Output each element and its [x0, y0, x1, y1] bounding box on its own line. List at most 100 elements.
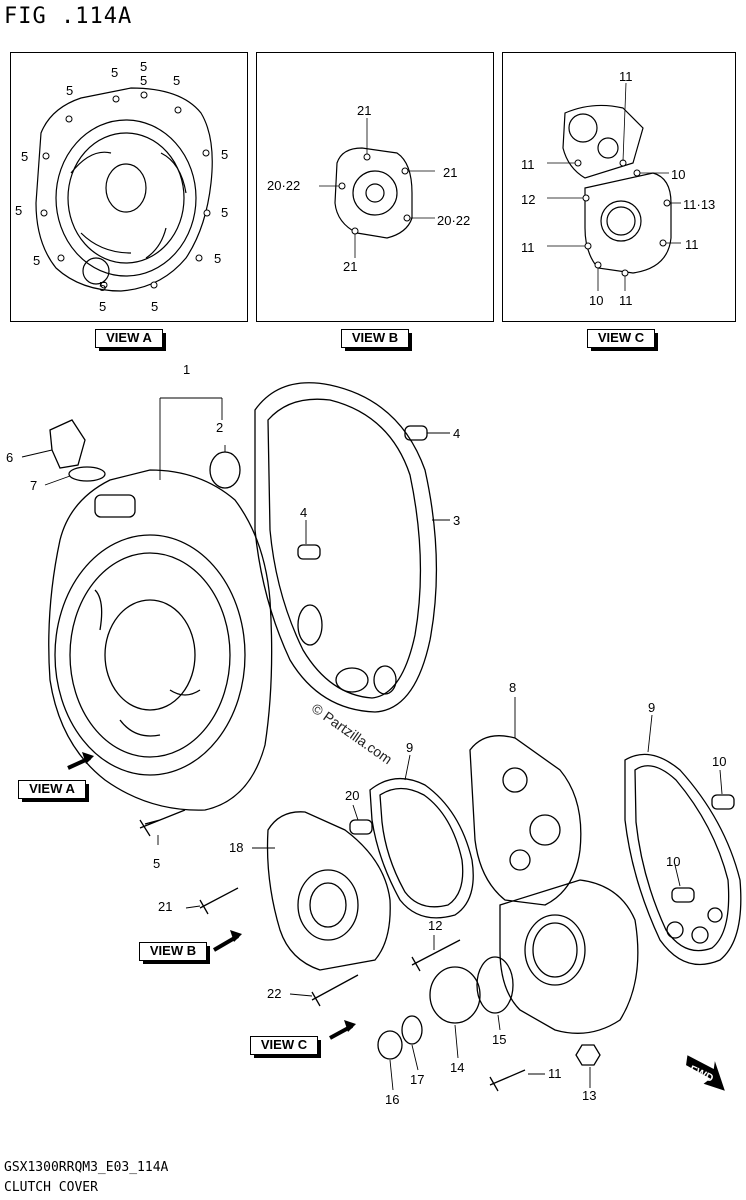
o-ring-part [68, 466, 106, 482]
panel-a-labels: 5 5 5 5 5 5 5 5 5 5 5 5 5 5 [15, 59, 228, 314]
callout-22: 22 [267, 986, 281, 1001]
panel-view-a: 5 5 5 5 5 5 5 5 5 5 5 5 5 5 [10, 52, 248, 322]
main-view-c-tag: VIEW C [250, 1036, 321, 1058]
generator-cover-outline [334, 147, 413, 239]
panel-c-drawing: 11 11 10 12 11·13 11 11 10 11 [521, 69, 715, 308]
callout-5: 5 [153, 856, 160, 871]
callout-8: 8 [509, 680, 516, 695]
callout-7: 7 [30, 478, 37, 493]
callout-5: 5 [111, 65, 118, 80]
callout-21: 21 [357, 103, 371, 118]
panel-b-drawing: 21 21 20·22 20·22 21 [267, 103, 470, 274]
callout-10: 10 [589, 293, 603, 308]
callout-4: 4 [453, 426, 460, 441]
plug-part [209, 451, 241, 489]
inspection-cap [82, 257, 110, 285]
callout-5: 5 [140, 59, 147, 74]
callout-5: 5 [221, 205, 228, 220]
fwd-label: FWD [687, 1064, 715, 1085]
callout-11: 11 [619, 69, 633, 84]
callout-13: 13 [582, 1088, 596, 1103]
callout-5: 5 [140, 73, 147, 88]
callout-9: 9 [648, 700, 655, 715]
callout-20: 20 [345, 788, 359, 803]
callout-3: 3 [453, 513, 460, 528]
bolt-12-part [411, 939, 461, 972]
callout-21: 21 [343, 259, 357, 274]
washer-17-part [401, 1015, 423, 1045]
callout-11: 11 [548, 1066, 562, 1081]
oil-pump-cover-outline [584, 172, 672, 274]
callout-11: 11 [685, 237, 699, 252]
panel-c-labels: 11 11 10 12 11·13 11 11 10 11 [521, 69, 715, 308]
dowel-pin-10-part [711, 794, 735, 810]
bolt-11-part [489, 1069, 526, 1092]
callout-5: 5 [99, 299, 106, 314]
gasket-small-part [369, 778, 474, 919]
main-view-a-tag: VIEW A [18, 780, 89, 802]
gasket-part [254, 382, 438, 713]
cap-14-part [429, 966, 481, 1024]
callout-20-22: 20·22 [437, 213, 470, 228]
pump-cover-outline [562, 104, 644, 179]
view-b-tag: VIEW B [341, 329, 412, 351]
callout-12: 12 [521, 192, 535, 207]
panel-view-c: 11 11 10 12 11·13 11 11 10 11 [502, 52, 736, 322]
callout-21: 21 [158, 899, 172, 914]
callout-17: 17 [410, 1072, 424, 1087]
callout-1: 1 [183, 362, 190, 377]
callout-10: 10 [666, 854, 680, 869]
nut-13-part [575, 1044, 601, 1066]
callout-9: 9 [406, 740, 413, 755]
clutch-cover-part [48, 469, 273, 811]
callout-15: 15 [492, 1032, 506, 1047]
figure-title: FIG .114A [4, 4, 133, 29]
pump-cover-part [469, 735, 582, 906]
dowel-pin-20-part [349, 819, 373, 835]
oil-filler-cap-part [49, 419, 86, 469]
callout-5: 5 [21, 149, 28, 164]
dowel-pin-part [404, 425, 428, 441]
panel-b-labels: 21 21 20·22 20·22 21 [267, 103, 470, 274]
o-ring-15-part [476, 956, 514, 1014]
bolt-5-part [139, 809, 186, 837]
callout-6: 6 [6, 450, 13, 465]
clutch-cover-dome [55, 119, 197, 277]
callout-5: 5 [66, 83, 73, 98]
callout-5: 5 [15, 203, 22, 218]
callout-11: 11 [521, 240, 535, 255]
callout-11-13: 11·13 [683, 197, 715, 212]
watermark: © Partzilla.com [308, 700, 396, 768]
callout-10: 10 [712, 754, 726, 769]
callout-2: 2 [216, 420, 223, 435]
callout-16: 16 [385, 1092, 399, 1107]
dowel-pin-10-part [671, 887, 695, 903]
callout-21: 21 [443, 165, 457, 180]
bolt-21-part [199, 887, 239, 915]
bolt-22-part [311, 974, 359, 1007]
fwd-arrow-icon: FWD [683, 1050, 729, 1091]
main-view-b-tag: VIEW B [139, 942, 210, 964]
callout-10: 10 [671, 167, 685, 182]
callout-5: 5 [173, 73, 180, 88]
callout-5: 5 [214, 251, 221, 266]
clutch-cover-outline [35, 87, 213, 292]
callout-12: 12 [428, 918, 442, 933]
view-a-tag: VIEW A [95, 329, 166, 351]
callout-5: 5 [221, 147, 228, 162]
callout-4: 4 [300, 505, 307, 520]
callout-5: 5 [33, 253, 40, 268]
callout-14: 14 [450, 1060, 464, 1075]
view-c-tag: VIEW C [587, 329, 658, 351]
callout-18: 18 [229, 840, 243, 855]
gasket-large-part [624, 753, 742, 966]
callout-11: 11 [619, 293, 633, 308]
callout-11: 11 [521, 157, 535, 172]
diagram-code: GSX1300RRQM3_E03_114A [4, 1160, 169, 1175]
panel-a-drawing: 5 5 5 5 5 5 5 5 5 5 5 5 5 5 [15, 59, 228, 314]
panel-view-b: 21 21 20·22 20·22 21 [256, 52, 494, 322]
oil-pump-cover-part [499, 879, 639, 1034]
dowel-pin-part [297, 544, 321, 560]
generator-cover-part [266, 811, 391, 971]
washer-16-part [377, 1030, 403, 1060]
